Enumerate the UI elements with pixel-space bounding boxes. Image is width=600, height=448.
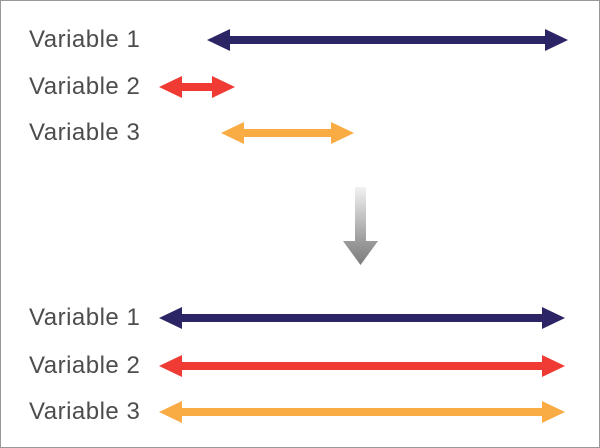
arrow-left-head-icon	[159, 307, 182, 329]
arrow-left-head-icon	[221, 122, 244, 144]
range-arrow-after-variable-3	[159, 401, 565, 423]
arrow-left-head-icon	[159, 401, 182, 423]
arrow-shaft	[182, 314, 542, 322]
arrow-shaft	[182, 83, 212, 91]
arrow-left-head-icon	[207, 29, 230, 51]
down-arrow-head	[343, 241, 378, 265]
label-after-variable-2: Variable 2	[29, 352, 141, 379]
down-arrow-icon	[343, 187, 378, 265]
range-arrow-before-variable-1	[207, 29, 568, 51]
arrow-right-head-icon	[542, 355, 565, 377]
range-arrow-after-variable-1	[159, 307, 565, 329]
label-before-variable-3: Variable 3	[29, 119, 141, 146]
label-after-variable-1: Variable 1	[29, 304, 141, 331]
arrow-right-head-icon	[212, 76, 235, 98]
arrow-left-head-icon	[159, 76, 182, 98]
arrow-shaft	[230, 36, 545, 44]
arrow-right-head-icon	[331, 122, 354, 144]
label-before-variable-1: Variable 1	[29, 26, 141, 53]
arrow-shaft	[182, 408, 542, 416]
arrow-shaft	[244, 129, 331, 137]
arrow-left-head-icon	[159, 355, 182, 377]
label-after-variable-3: Variable 3	[29, 398, 141, 425]
arrow-right-head-icon	[542, 401, 565, 423]
range-arrow-before-variable-2	[159, 76, 235, 98]
range-arrow-after-variable-2	[159, 355, 565, 377]
arrow-right-head-icon	[545, 29, 568, 51]
arrow-shaft	[182, 362, 542, 370]
label-before-variable-2: Variable 2	[29, 73, 141, 100]
range-arrow-before-variable-3	[221, 122, 354, 144]
down-arrow-shaft	[355, 187, 366, 241]
arrow-right-head-icon	[542, 307, 565, 329]
